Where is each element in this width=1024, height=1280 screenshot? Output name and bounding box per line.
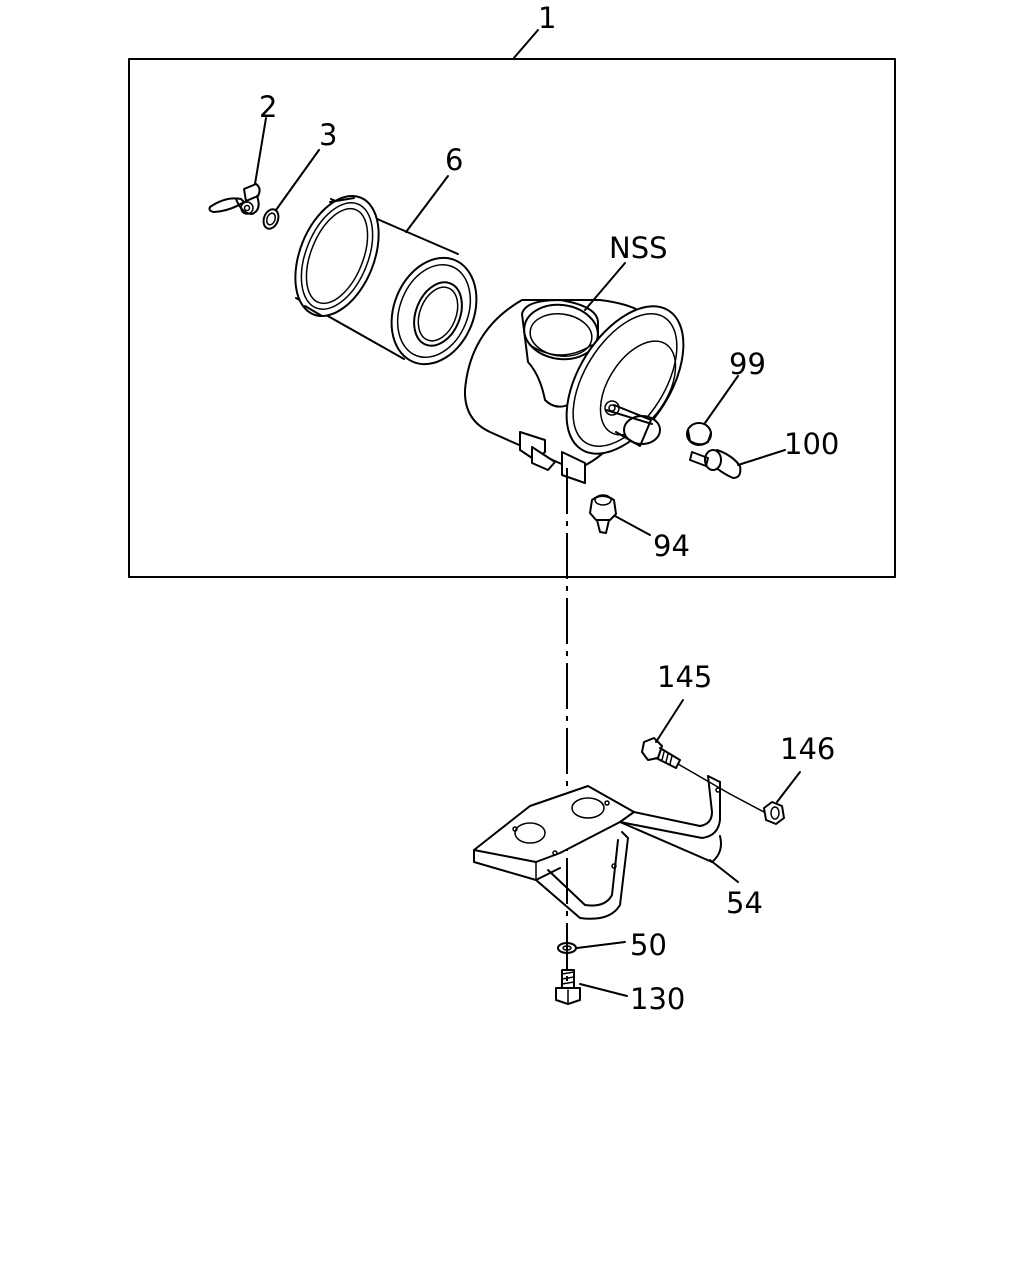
- bolt-upper-leader: [655, 699, 684, 743]
- wing-bolt-leader: [254, 117, 267, 185]
- callout-filter-element[interactable]: 6: [445, 143, 463, 177]
- callout-bracket[interactable]: 54: [726, 886, 763, 920]
- bracket-leader: [709, 859, 739, 883]
- callout-bolt-upper[interactable]: 145: [657, 660, 712, 694]
- cap-part: [686, 422, 712, 446]
- valve-part: [689, 449, 742, 479]
- callout-washer[interactable]: 50: [630, 928, 667, 962]
- callout-cap[interactable]: 99: [729, 347, 766, 381]
- nut-part: [729, 793, 785, 825]
- callout-valve[interactable]: 100: [784, 427, 839, 461]
- bracket-part: [473, 775, 722, 920]
- filter-element-part: [294, 194, 478, 366]
- callout-housing[interactable]: NSS: [609, 231, 668, 265]
- assembly-leader: [512, 29, 539, 60]
- indicator-part: [589, 494, 617, 534]
- bolt-lower-part: [555, 969, 581, 1005]
- callout-bolt-lower[interactable]: 130: [630, 982, 685, 1016]
- housing-part: [463, 299, 685, 484]
- valve-leader: [737, 449, 786, 466]
- small-washer-part: [262, 208, 280, 230]
- callout-wing-bolt[interactable]: 2: [259, 90, 277, 124]
- bolt-upper-part: [641, 737, 731, 795]
- housing-leader: [584, 262, 626, 311]
- filter-element-leader: [405, 175, 449, 233]
- bolt-lower-leader: [579, 983, 628, 997]
- small-washer-leader: [275, 149, 320, 211]
- wing-bolt-part: [208, 183, 261, 215]
- callout-assembly[interactable]: 1: [538, 1, 556, 35]
- callout-indicator[interactable]: 94: [653, 529, 690, 563]
- cap-leader: [704, 375, 739, 424]
- callout-nut[interactable]: 146: [780, 732, 835, 766]
- nut-leader: [776, 771, 801, 803]
- callout-small-washer[interactable]: 3: [319, 118, 337, 152]
- washer-leader: [576, 941, 626, 949]
- indicator-leader: [614, 515, 651, 536]
